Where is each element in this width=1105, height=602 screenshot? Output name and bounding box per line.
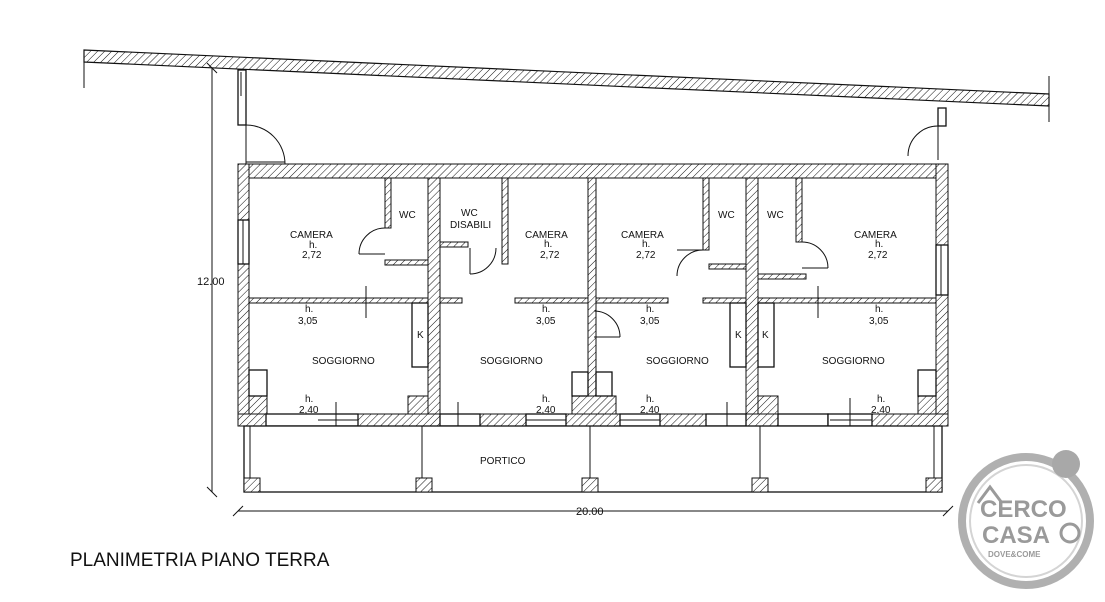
plan-title: PLANIMETRIA PIANO TERRA xyxy=(70,550,330,571)
room-label-soggiorno-2: SOGGIORNO xyxy=(480,356,543,367)
height-value: 2,40 xyxy=(536,405,556,416)
room-label-camera-1: CAMERA xyxy=(290,230,333,241)
height-prefix: h. xyxy=(305,394,313,405)
room-label-soggiorno-4: SOGGIORNO xyxy=(822,356,885,367)
height-prefix: h. xyxy=(646,394,654,405)
height-value: 2,72 xyxy=(540,250,560,261)
room-label-soggiorno-3: SOGGIORNO xyxy=(646,356,709,367)
portico xyxy=(243,425,943,493)
interior-markers xyxy=(365,286,819,318)
height-value: 3,05 xyxy=(640,316,660,327)
kitchen-label-1: K xyxy=(417,330,424,341)
height-prefix: h. xyxy=(309,240,317,251)
cercocasa-logo: CERCO CASA DOVE&COME xyxy=(958,450,1094,589)
height-value: 2,72 xyxy=(302,250,322,261)
height-value: 2,40 xyxy=(871,405,891,416)
height-value: 2,40 xyxy=(640,405,660,416)
room-label-camera-3: CAMERA xyxy=(621,230,664,241)
height-value: 2,72 xyxy=(868,250,888,261)
room-label-soggiorno-1: SOGGIORNO xyxy=(312,356,375,367)
dimension-width-label: 20.00 xyxy=(576,506,604,518)
room-label-portico: PORTICO xyxy=(480,456,526,467)
height-prefix: h. xyxy=(305,304,313,315)
height-prefix: h. xyxy=(542,304,550,315)
logo-dot xyxy=(1052,450,1080,478)
room-label-wc-disabili-line2: DISABILI xyxy=(450,220,491,231)
height-value: 2,40 xyxy=(299,405,319,416)
terrain-slope xyxy=(83,49,1050,122)
height-value: 3,05 xyxy=(298,316,318,327)
dimension-horizontal xyxy=(232,505,954,517)
height-prefix: h. xyxy=(877,394,885,405)
logo-line1: CERCO xyxy=(980,496,1067,523)
height-prefix: h. xyxy=(875,304,883,315)
logo-line2: CASA xyxy=(982,522,1050,549)
room-label-camera-4: CAMERA xyxy=(854,230,897,241)
kitchen-counters xyxy=(411,302,775,368)
dimension-vertical xyxy=(206,62,218,498)
height-prefix: h. xyxy=(544,239,552,250)
logo-tagline: DOVE&COME xyxy=(988,550,1041,559)
dimension-height-label: 12.00 xyxy=(197,276,225,288)
height-prefix: h. xyxy=(875,239,883,250)
door-swings xyxy=(358,227,829,338)
height-prefix: h. xyxy=(646,304,654,315)
height-prefix: h. xyxy=(642,239,650,250)
interior-walls xyxy=(248,177,937,415)
height-value: 3,05 xyxy=(536,316,556,327)
room-label-wc-3: WC xyxy=(767,210,784,221)
room-label-wc-1: WC xyxy=(399,210,416,221)
house-roof-icon xyxy=(976,484,1004,504)
height-prefix: h. xyxy=(542,394,550,405)
front-openings xyxy=(265,398,873,440)
kitchen-label-3: K xyxy=(762,330,769,341)
room-label-camera-2: CAMERA xyxy=(525,230,568,241)
entrance-right xyxy=(907,107,947,160)
room-label-wc-2: WC xyxy=(718,210,735,221)
window-right xyxy=(935,244,949,296)
room-label-wc-disabili-line1: WC xyxy=(461,208,478,219)
kitchen-label-2: K xyxy=(735,330,742,341)
height-value: 2,72 xyxy=(636,250,656,261)
logo-ring xyxy=(958,453,1094,589)
height-value: 3,05 xyxy=(869,316,889,327)
pin-icon xyxy=(1059,522,1081,544)
entrance-left xyxy=(237,69,286,165)
